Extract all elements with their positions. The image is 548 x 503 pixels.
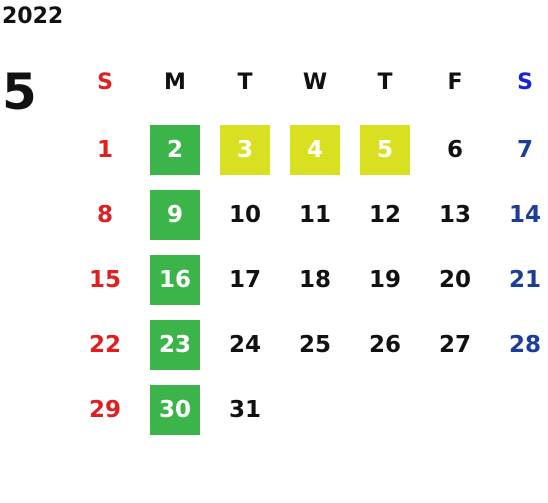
day-cell: 18 [298, 267, 331, 293]
day-cell: 28 [508, 332, 541, 358]
day-cell-highlighted: 9 [140, 190, 210, 240]
day-cell: 14 [508, 202, 541, 228]
day-cell: 27 [438, 332, 471, 358]
week-row: 29 30 31 [70, 385, 546, 435]
day-cell: 19 [368, 267, 401, 293]
week-row: 22 23 24 25 26 27 28 [70, 320, 546, 370]
day-cell: 11 [298, 202, 331, 228]
day-cell-holiday: 5 [350, 125, 420, 175]
weekday-tuesday: T [237, 70, 253, 95]
weekday-monday: M [164, 70, 186, 95]
day-cell: 12 [368, 202, 401, 228]
weekday-header-row: S M T W T F S [70, 60, 546, 105]
day-cell-highlighted: 2 [140, 125, 210, 175]
day-cell: 29 [88, 397, 121, 423]
week-row: 1 2 3 4 5 6 7 [70, 125, 546, 175]
weekday-saturday: S [517, 70, 533, 95]
day-cell: 21 [508, 267, 541, 293]
day-cell-highlighted: 23 [140, 320, 210, 370]
day-cell-empty [350, 385, 420, 435]
day-cell-empty [420, 385, 490, 435]
day-cell-empty [490, 385, 548, 435]
day-cell: 26 [368, 332, 401, 358]
weekday-thursday: T [377, 70, 393, 95]
day-cell-holiday: 4 [280, 125, 350, 175]
day-cell: 6 [446, 137, 463, 163]
week-row: 8 9 10 11 12 13 14 [70, 190, 546, 240]
calendar-grid: S M T W T F S 1 2 3 4 5 6 7 8 9 10 11 12… [70, 60, 546, 450]
day-cell: 31 [228, 397, 261, 423]
day-cell: 15 [88, 267, 121, 293]
week-row: 15 16 17 18 19 20 21 [70, 255, 546, 305]
day-cell: 22 [88, 332, 121, 358]
day-cell: 20 [438, 267, 471, 293]
day-cell: 25 [298, 332, 331, 358]
day-cell: 10 [228, 202, 261, 228]
weekday-wednesday: W [302, 70, 328, 95]
day-cell: 1 [96, 137, 113, 163]
weekday-sunday: S [97, 70, 113, 95]
day-cell: 24 [228, 332, 261, 358]
year-label: 2022 [2, 4, 64, 29]
weeks: 1 2 3 4 5 6 7 8 9 10 11 12 13 14 15 16 1… [70, 125, 546, 435]
day-cell: 7 [516, 137, 533, 163]
day-cell-empty [280, 385, 350, 435]
day-cell: 8 [96, 202, 113, 228]
day-cell-highlighted: 30 [140, 385, 210, 435]
weekday-friday: F [447, 70, 463, 95]
day-cell-highlighted: 16 [140, 255, 210, 305]
day-cell: 13 [438, 202, 471, 228]
month-number: 5 [2, 63, 37, 121]
day-cell: 17 [228, 267, 261, 293]
day-cell-holiday: 3 [210, 125, 280, 175]
